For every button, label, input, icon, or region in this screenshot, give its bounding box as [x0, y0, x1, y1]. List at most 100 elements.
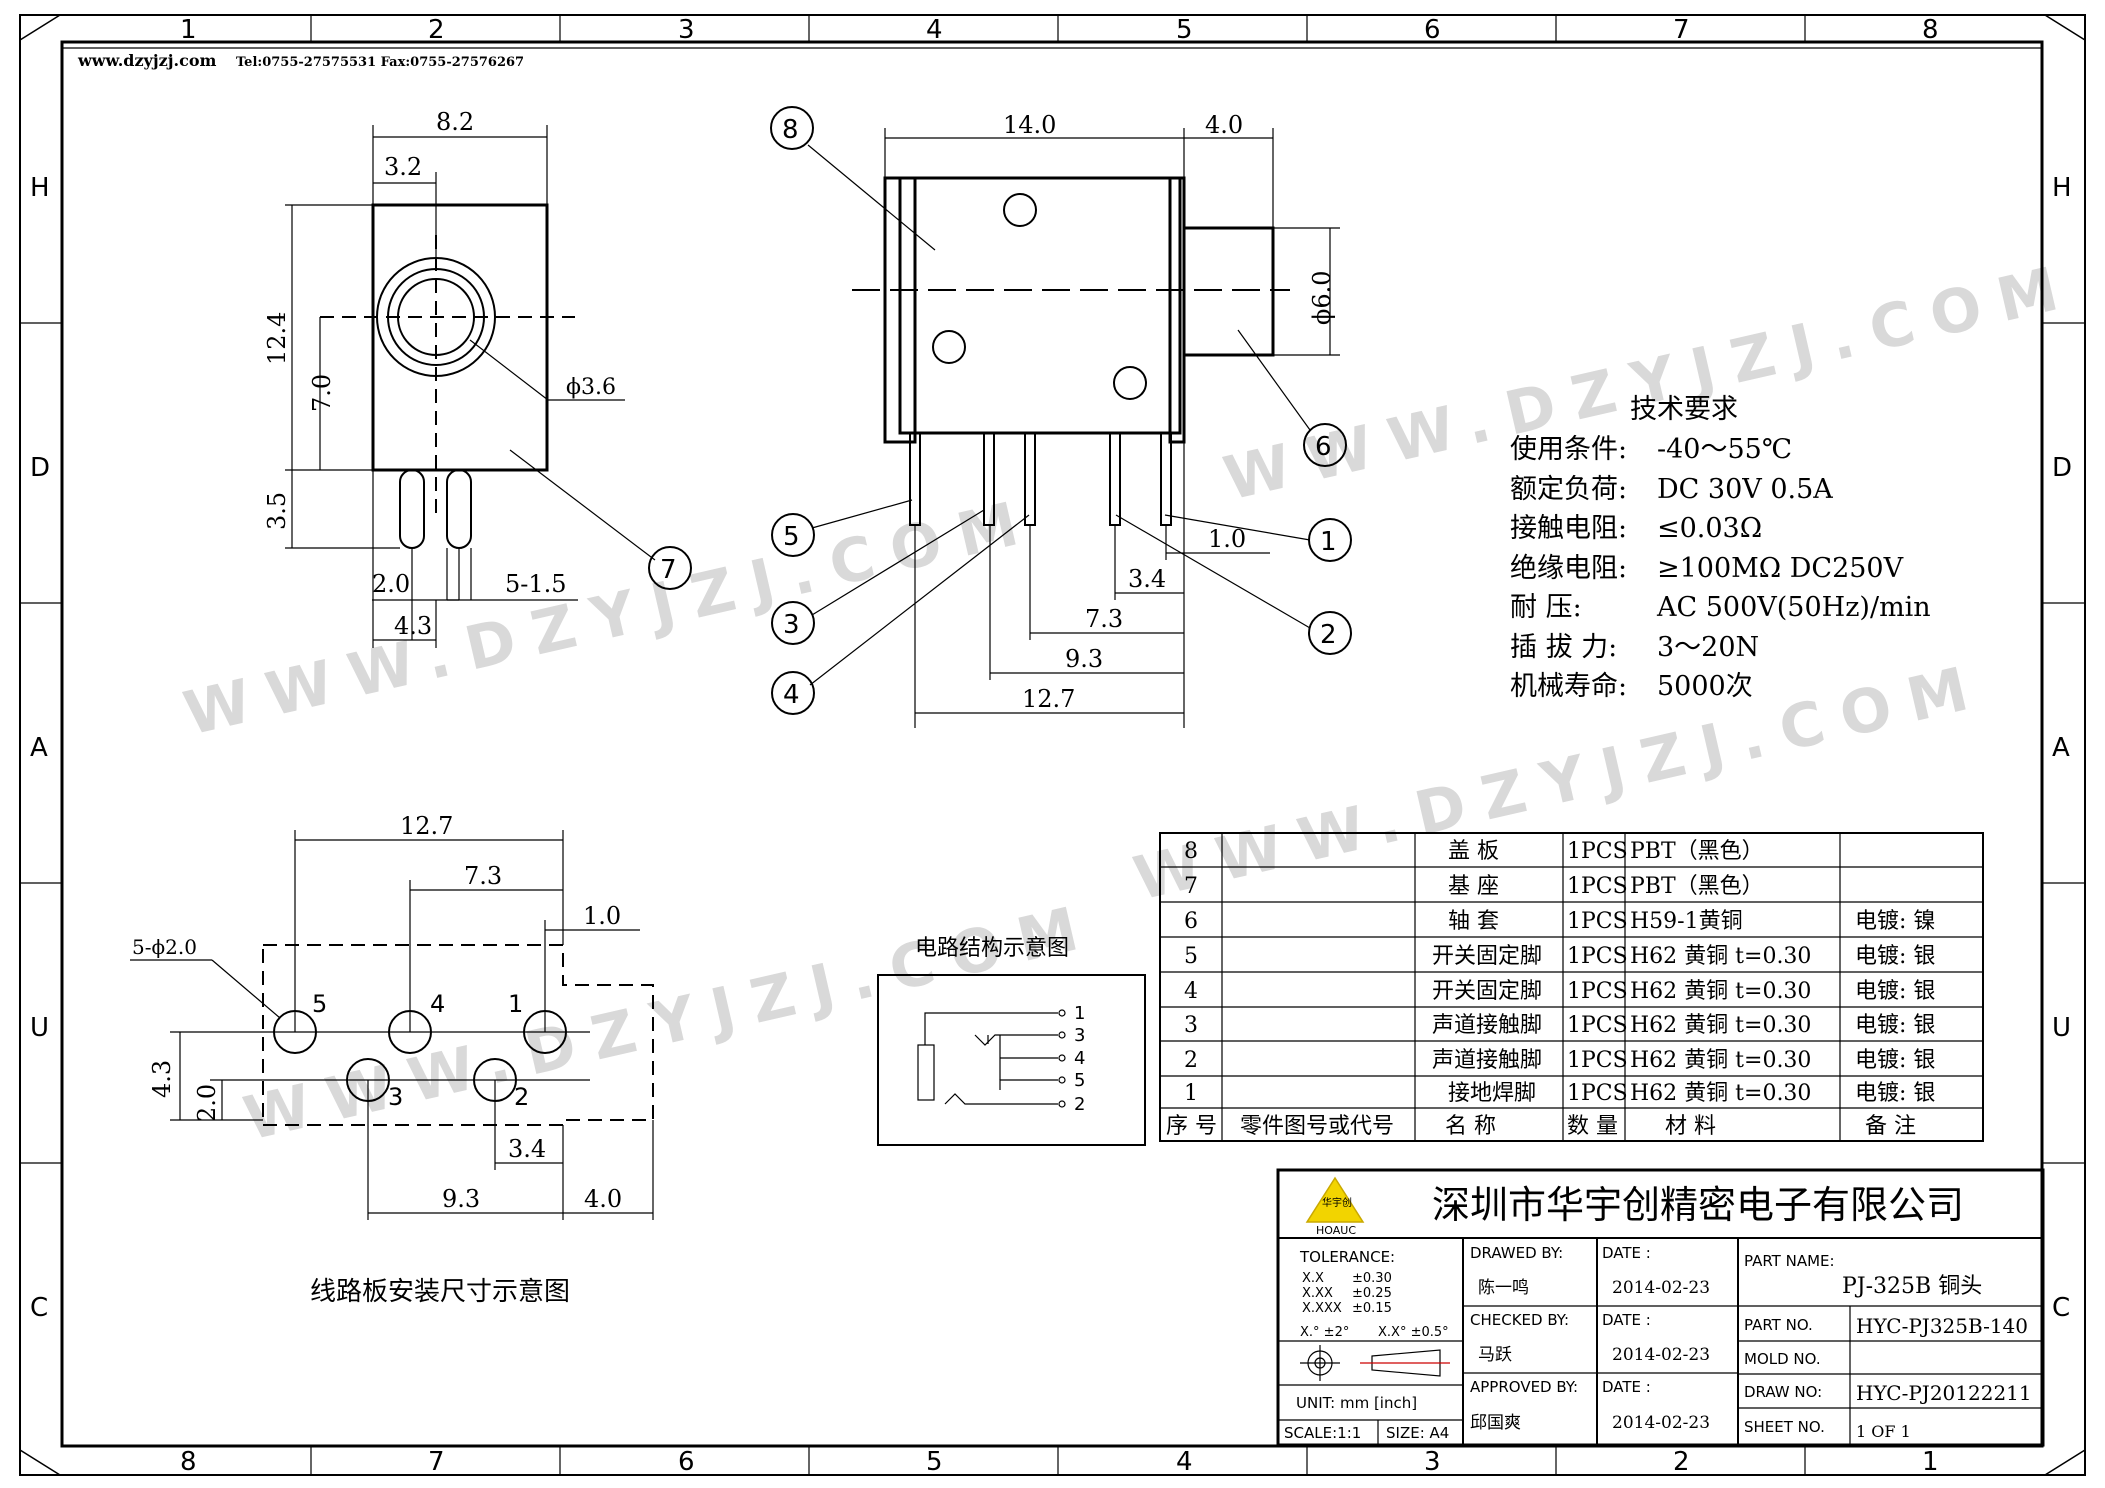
logo-sub: HOAUC	[1316, 1224, 1356, 1237]
callout-8-label: 8	[782, 115, 799, 145]
zone-col-bottom-6: 6	[678, 1447, 695, 1477]
bom-2-no: 2	[1184, 1048, 1198, 1073]
pcb-pin-2: 2	[514, 1083, 529, 1111]
bom-header-part: 零件图号或代号	[1240, 1114, 1394, 1139]
callout-5-label: 5	[783, 522, 800, 552]
zone-col-bottom-1: 1	[1922, 1447, 1939, 1477]
callout-6-label: 6	[1315, 432, 1332, 462]
side-dim-4: 9.3	[1065, 645, 1103, 673]
pcb-caption: 线路板安装尺寸示意图	[310, 1277, 570, 1307]
bom-8-material: PBT（黑色）	[1630, 839, 1764, 864]
circuit-pin-4: 4	[1074, 1048, 1085, 1069]
callout-2	[1308, 611, 1352, 655]
bom-2-note: 电镀: 银	[1855, 1048, 1935, 1073]
side-dim-2: 3.4	[1128, 565, 1166, 593]
part-name-label: PART NAME:	[1744, 1252, 1835, 1270]
front-dim-width: 8.2	[436, 108, 474, 136]
zone-row-left-h: H	[30, 173, 50, 203]
callout-1	[1308, 518, 1352, 562]
front-dim-pin-dia: 5-1.5	[505, 570, 567, 598]
front-dim-pin-len: 3.5	[263, 492, 291, 530]
circuit-schematic: 电路结构示意图 1 3 4 5 2	[877, 936, 1146, 1146]
bom-6-no: 6	[1184, 909, 1198, 934]
bom-4-material: H62 黄铜 t=0.30	[1630, 979, 1811, 1004]
specs-title: 技术要求	[1630, 394, 1738, 425]
zone-col-bottom-7: 7	[428, 1447, 445, 1477]
zone-col-top-2: 2	[428, 15, 445, 45]
front-dim-pin-x: 4.3	[394, 612, 432, 640]
bom-3-qty: 1PCS	[1567, 1013, 1628, 1038]
tol-3-key: X.XXX	[1302, 1301, 1342, 1316]
side-view: 14.0 4.0 ϕ6.0 8 6 5 1 3 2 4	[770, 106, 1352, 728]
circuit-title: 电路结构示意图	[915, 936, 1069, 961]
bom-1-no: 1	[1184, 1081, 1198, 1106]
bom-8-no: 8	[1184, 839, 1198, 864]
side-dim-bush: 4.0	[1205, 111, 1243, 139]
checked-by: 马跃	[1478, 1345, 1512, 1365]
zone-col-bottom-3: 3	[1424, 1447, 1441, 1477]
pcb-dim-4-3: 4.3	[148, 1060, 176, 1098]
bom-3-name: 声道接触脚	[1432, 1013, 1542, 1038]
callout-7	[648, 546, 692, 590]
bom-6-name: 轴 套	[1448, 909, 1499, 934]
zone-col-bottom-4: 4	[1176, 1447, 1193, 1477]
approved-by-label: APPROVED BY:	[1470, 1378, 1578, 1396]
side-bush	[1182, 226, 1275, 357]
zone-row-right-c: C	[2052, 1293, 2070, 1323]
callout-1-label: 1	[1320, 527, 1337, 557]
spec-value-2: DC 30V 0.5A	[1657, 474, 1833, 505]
tol-angle-2: X.X° ±0.5°	[1378, 1325, 1449, 1340]
spec-value-5: AC 500V(50Hz)/min	[1656, 592, 1931, 623]
bom-7-name: 基 座	[1448, 874, 1499, 899]
tol-1-key: X.X	[1302, 1271, 1324, 1286]
technical-specs: 技术要求 使用条件: -40～55℃ 额定负荷: DC 30V 0.5A 接触电…	[1510, 394, 1931, 702]
pcb-dim-7-3: 7.3	[464, 862, 502, 890]
zone-row-left-d: D	[30, 453, 50, 483]
zone-col-top-1: 1	[180, 15, 197, 45]
bom-1-qty: 1PCS	[1567, 1081, 1628, 1106]
front-dim-hole-y: 7.0	[308, 374, 336, 412]
spec-value-3: ≤0.03Ω	[1657, 513, 1762, 544]
callout-2-label: 2	[1320, 620, 1337, 650]
bom-3-no: 3	[1184, 1013, 1198, 1038]
bom-2-material: H62 黄铜 t=0.30	[1630, 1048, 1811, 1073]
bom-5-note: 电镀: 银	[1855, 944, 1935, 969]
size-text: SIZE: A4	[1386, 1424, 1449, 1442]
circuit-pin-2: 2	[1074, 1094, 1085, 1115]
tol-angle-1: X.° ±2°	[1300, 1325, 1349, 1340]
front-pin-right	[446, 469, 472, 549]
circuit-box	[877, 974, 1146, 1146]
part-no-label: PART NO.	[1744, 1316, 1813, 1334]
tol-3-val: ±0.15	[1352, 1301, 1392, 1316]
callout-4	[771, 671, 815, 715]
date-label-1: DATE :	[1602, 1244, 1651, 1262]
bom-5-name: 开关固定脚	[1432, 944, 1542, 969]
bom-1-material: H62 黄铜 t=0.30	[1630, 1081, 1811, 1106]
date-label-2: DATE :	[1602, 1311, 1651, 1329]
callout-3	[771, 601, 815, 645]
pcb-dim-3-4: 3.4	[508, 1135, 546, 1163]
bom-4-no: 4	[1184, 979, 1198, 1004]
bom-7-qty: 1PCS	[1567, 874, 1628, 899]
tol-1-val: ±0.30	[1352, 1271, 1392, 1286]
zone-col-bottom-8: 8	[180, 1447, 197, 1477]
title-block: 华宇创 HOAUC 深圳市华宇创精密电子有限公司 TOLERANCE: X.X …	[1276, 1168, 2045, 1447]
pcb-pin-5: 5	[312, 990, 327, 1018]
bom-5-no: 5	[1184, 944, 1198, 969]
side-pin-2	[1109, 432, 1121, 526]
callout-8	[770, 106, 814, 150]
side-dim-5: 12.7	[1022, 685, 1075, 713]
bom-5-qty: 1PCS	[1567, 944, 1628, 969]
side-dim-3: 7.3	[1085, 605, 1123, 633]
tolerance-label: TOLERANCE:	[1299, 1248, 1395, 1266]
checked-by-label: CHECKED BY:	[1470, 1311, 1569, 1329]
pcb-dim-hole: 5-ϕ2.0	[132, 935, 197, 959]
side-dim-body: 14.0	[1003, 111, 1056, 139]
zone-row-left-u: U	[30, 1013, 49, 1043]
bom-header-no: 序 号	[1166, 1114, 1217, 1139]
bom-4-name: 开关固定脚	[1432, 979, 1542, 1004]
bom-4-qty: 1PCS	[1567, 979, 1628, 1004]
zone-row-right-d: D	[2052, 453, 2072, 483]
circuit-pin-3: 3	[1074, 1025, 1085, 1046]
callout-3-label: 3	[783, 610, 800, 640]
